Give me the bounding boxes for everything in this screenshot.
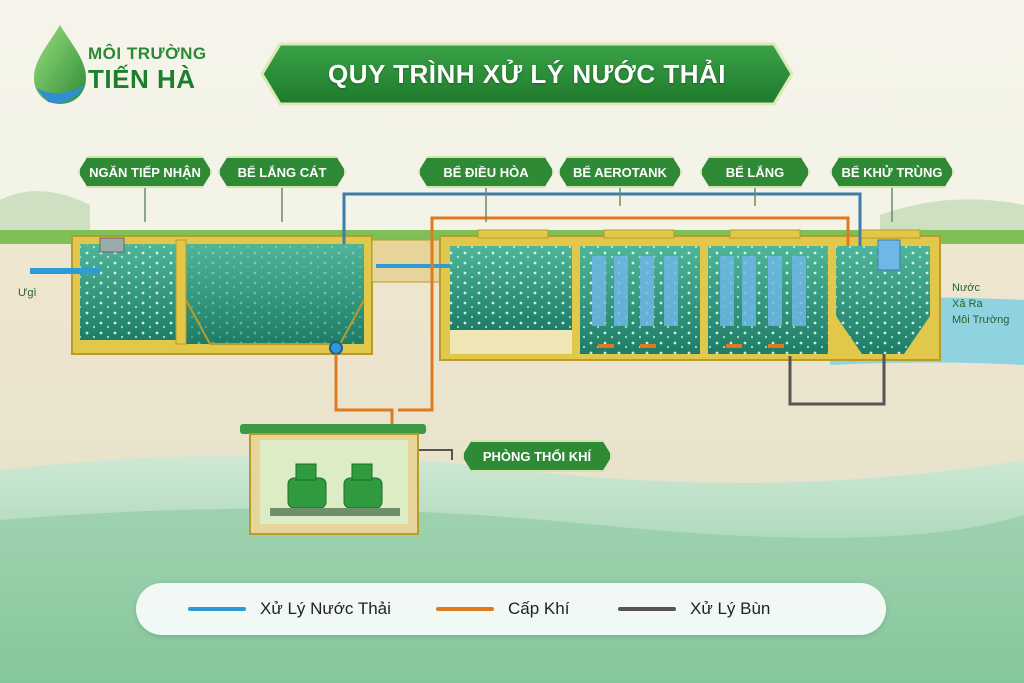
- stage-tag-blower-room: PHÒNG THỔI KHÍ: [462, 440, 612, 472]
- outlet-label-line1: Nước: [952, 282, 981, 294]
- stage-tag-settling: BỂ LẮNG: [700, 156, 810, 188]
- stage-tag-grit: BỂ LẮNG CÁT: [218, 156, 346, 188]
- legend-swatch-air: [436, 607, 494, 611]
- legend-label-water: Xử Lý Nước Thải: [260, 599, 391, 618]
- stage-tag-disinfection: BỂ KHỬ TRÙNG: [830, 156, 954, 188]
- outlet-label: Nước Xả Ra Môi Trường: [952, 280, 1009, 328]
- legend-swatch-sludge: [618, 607, 676, 611]
- outlet-label-line2: Xả Ra: [952, 298, 983, 310]
- stage-tag-aerotank: BỂ AEROTANK: [558, 156, 682, 188]
- inlet-label: Ưgì: [18, 287, 37, 299]
- legend-label-air: Cấp Khí: [508, 599, 570, 618]
- page-title: QUY TRÌNH XỬ LÝ NƯỚC THẢI: [327, 58, 727, 89]
- stage-tag-equalization: BỂ ĐIỀU HÒA: [418, 156, 554, 188]
- legend-swatch-water: [188, 607, 246, 611]
- outlet-label-line3: Môi Trường: [952, 314, 1010, 326]
- legend-item-air: Cấp Khí: [436, 583, 569, 635]
- legend: Xử Lý Nước Thải Cấp Khí Xử Lý Bùn: [136, 583, 886, 635]
- stage-tag-intake: NGĂN TIẾP NHẬN: [78, 156, 212, 188]
- legend-item-water: Xử Lý Nước Thải: [188, 583, 391, 635]
- logo-line1: MÔI TRƯỜNG: [88, 44, 207, 63]
- legend-item-sludge: Xử Lý Bùn: [618, 583, 770, 635]
- logo-line2: TIẾN HÀ: [88, 64, 196, 94]
- legend-label-sludge: Xử Lý Bùn: [690, 599, 771, 618]
